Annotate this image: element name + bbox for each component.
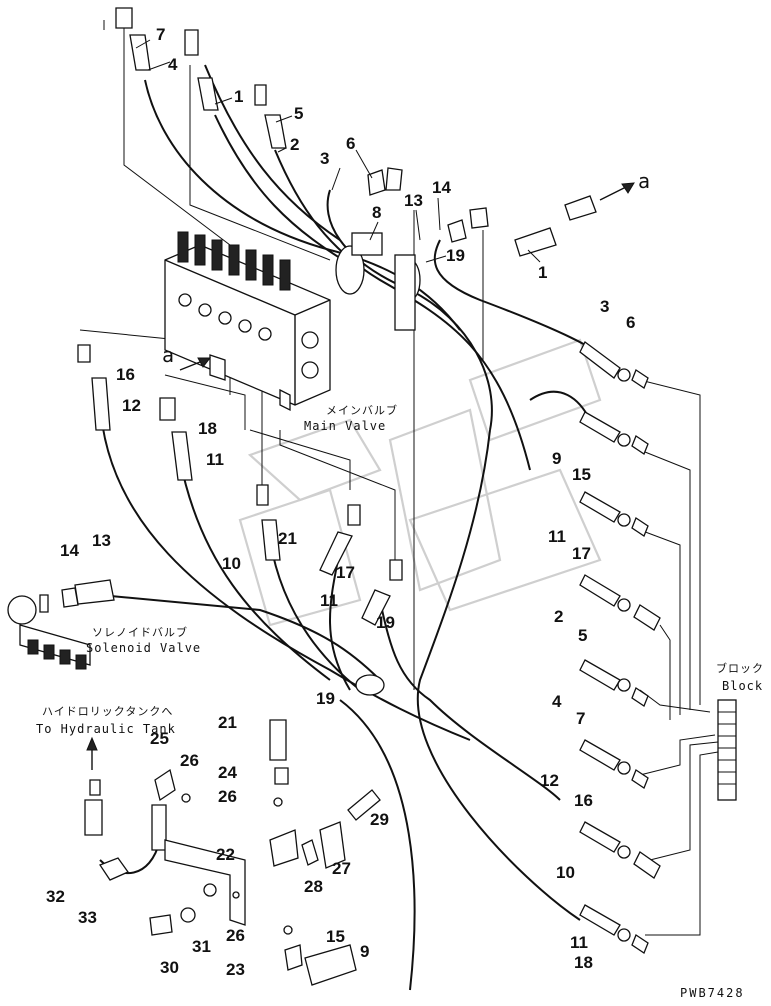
bracket-22 — [99, 839, 246, 926]
callout: 9 — [360, 942, 369, 961]
callout: 17 — [336, 563, 355, 582]
callout: 6 — [346, 134, 355, 153]
callout: 31 — [192, 937, 211, 956]
callout: 16 — [574, 791, 593, 810]
callout: 25 — [150, 729, 169, 748]
main-valve-en-label: Main Valve — [304, 419, 386, 433]
drawing-code: PWB7428 — [680, 986, 745, 1000]
watermark — [238, 338, 602, 627]
solenoid-valve — [7, 594, 91, 670]
callout: 19 — [446, 246, 465, 265]
callout: 22 — [216, 845, 235, 864]
diagram-labels: メインバルブ Main Valve ソレノイドバルブ Solenoid Valv… — [36, 169, 764, 1000]
main-valve — [164, 231, 331, 412]
callout: 21 — [218, 713, 237, 732]
callout: 14 — [60, 541, 79, 560]
callout: 26 — [218, 787, 237, 806]
callout: 1 — [234, 87, 243, 106]
callout: 18 — [574, 953, 593, 972]
callout: 21 — [278, 529, 297, 548]
callout: 29 — [370, 810, 389, 829]
bracket-8 — [351, 232, 383, 256]
callout: 11 — [548, 527, 566, 546]
callout: 17 — [572, 544, 591, 563]
fittings — [61, 7, 597, 986]
hose-bundle — [99, 64, 606, 991]
block-manifold — [717, 699, 737, 801]
callout: 12 — [122, 396, 141, 415]
callout: 11 — [320, 591, 338, 610]
callout: 19 — [316, 689, 335, 708]
clamp-group — [335, 232, 421, 696]
callout: 11 — [570, 933, 588, 952]
callout: 14 — [432, 178, 451, 197]
direction-arrows — [86, 182, 635, 770]
block-jp-label: ブロック — [716, 661, 764, 675]
callout: 6 — [626, 313, 635, 332]
callout: 1 — [538, 263, 547, 282]
callout: 11 — [206, 450, 224, 469]
bracket-plate — [394, 254, 416, 331]
callout: 10 — [222, 554, 241, 573]
callout: 27 — [332, 859, 351, 878]
callout: 7 — [576, 709, 585, 728]
block-en-label: Block — [722, 679, 763, 693]
callout: 4 — [552, 692, 562, 711]
callout: 26 — [180, 751, 199, 770]
callout: 7 — [156, 25, 165, 44]
callout: 13 — [404, 191, 423, 210]
callout: 28 — [304, 877, 323, 896]
reference-a-left: a — [162, 343, 175, 367]
solenoid-valve-jp-label: ソレノイドバルブ — [92, 625, 188, 639]
callout: 4 — [168, 55, 178, 74]
callout: 26 — [226, 926, 245, 945]
callout: 8 — [372, 203, 381, 222]
callout: 23 — [226, 960, 245, 979]
callout: 18 — [198, 419, 217, 438]
callout: 5 — [294, 104, 303, 123]
reference-a-top: a — [638, 169, 651, 193]
callout: 9 — [552, 449, 561, 468]
callout: 2 — [554, 607, 563, 626]
right-fittings — [579, 341, 661, 954]
callout: 32 — [46, 887, 65, 906]
band-19-lower — [355, 674, 385, 696]
callout: 19 — [376, 613, 395, 632]
callout: 3 — [600, 297, 609, 316]
callout: 10 — [556, 863, 575, 882]
callout: 2 — [290, 135, 299, 154]
guide-lines — [79, 20, 719, 936]
callout: 12 — [540, 771, 559, 790]
tank-jp-label: ハイドロリックタンクへ — [42, 705, 173, 718]
solenoid-valve-en-label: Solenoid Valve — [86, 641, 201, 655]
callout: 15 — [326, 927, 345, 946]
callout: 16 — [116, 365, 135, 384]
callout: 24 — [218, 763, 237, 782]
callout: 5 — [578, 626, 587, 645]
main-valve-jp-label: メインバルブ — [326, 403, 398, 417]
leader-lines — [135, 39, 541, 263]
callout: 13 — [92, 531, 111, 550]
callout: 33 — [78, 908, 97, 927]
callout: 3 — [320, 149, 329, 168]
callout: 30 — [160, 958, 179, 977]
clamp-8 — [335, 245, 365, 295]
callout: 15 — [572, 465, 591, 484]
callout-numbers: 7 4 1 5 2 3 6 8 13 14 19 1 3 6 16 12 18 … — [46, 25, 635, 979]
tank-en-label: To Hydraulic Tank — [36, 722, 176, 736]
